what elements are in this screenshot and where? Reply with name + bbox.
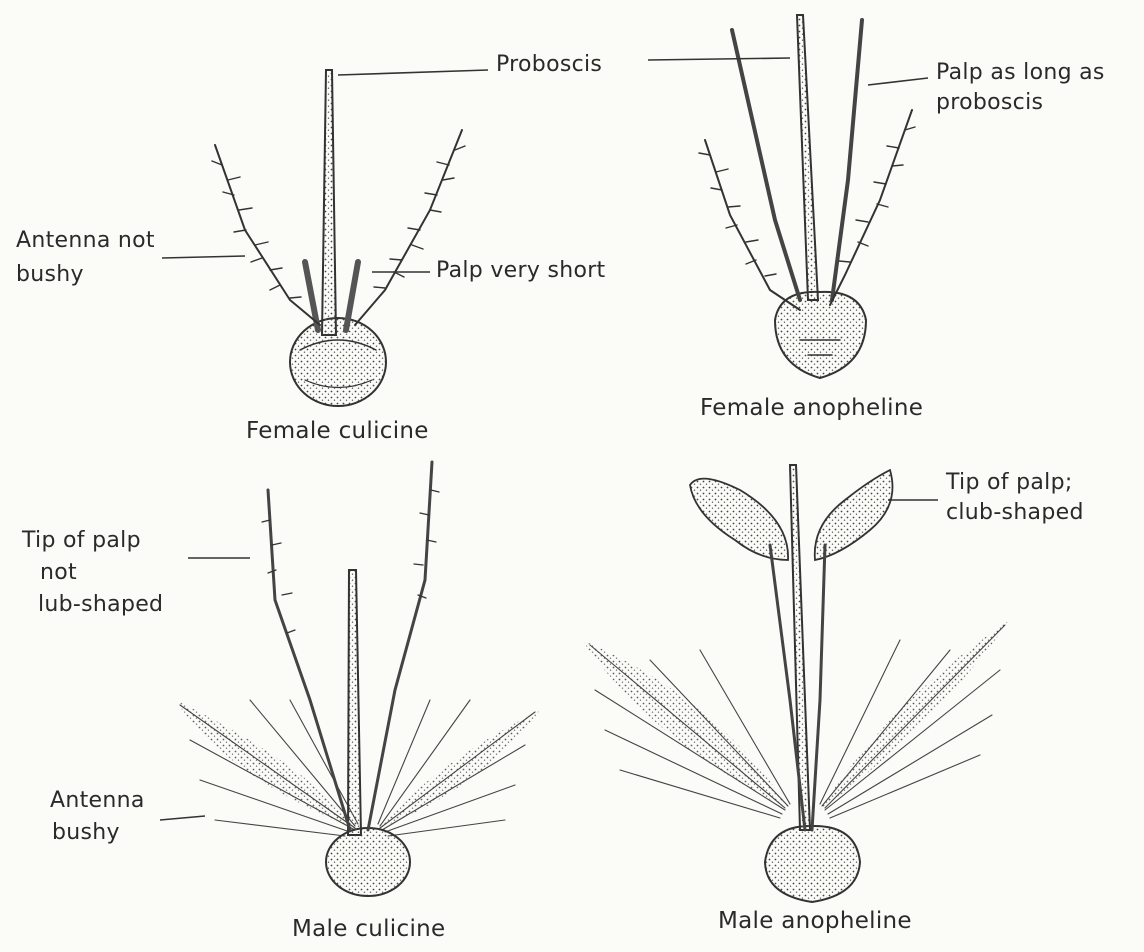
male-anopheline-head [765, 826, 860, 902]
label-palp-as-long-line1: Palp as long as [936, 60, 1105, 86]
label-proboscis: Proboscis [496, 52, 602, 78]
label-tip-not-club-line3: lub-shaped [38, 592, 163, 618]
female-anopheline-head [775, 292, 866, 378]
label-palp-very-short: Palp very short [436, 258, 605, 284]
male-anopheline-figure [582, 465, 1010, 902]
leader-proboscis-right [648, 58, 790, 60]
label-tip-not-club-line1: Tip of palp [22, 528, 141, 554]
male-anopheline-palp-club-left [690, 479, 788, 560]
male-culicine-figure [175, 462, 540, 896]
label-tip-club-line2: club-shaped [946, 500, 1084, 526]
male-culicine-proboscis [348, 570, 361, 835]
female-anopheline-antenna-right [830, 110, 912, 305]
label-antenna-bushy-line2: bushy [52, 820, 120, 846]
caption-female-culicine: Female culicine [246, 418, 429, 444]
label-antenna-not-bushy-line1: Antenna not [16, 228, 155, 254]
female-culicine-antenna-left [215, 145, 320, 325]
leader-antenna-bushy [160, 816, 205, 820]
label-antenna-bushy-line1: Antenna [50, 788, 145, 814]
female-anopheline-proboscis [797, 15, 818, 300]
label-tip-not-club-line2: not [40, 560, 77, 586]
female-anopheline-antenna-left [705, 140, 800, 310]
female-anopheline-palp-left [732, 30, 800, 300]
caption-female-anopheline: Female anopheline [700, 395, 923, 421]
female-culicine-palp-left [305, 262, 318, 330]
label-tip-club-line1: Tip of palp; [946, 470, 1073, 496]
leader-proboscis-left [338, 70, 488, 75]
male-culicine-head [326, 828, 410, 896]
caption-male-anopheline: Male anopheline [718, 908, 912, 934]
female-culicine-figure [212, 70, 465, 406]
male-anopheline-palp-right [812, 545, 825, 830]
caption-male-culicine: Male culicine [292, 916, 445, 942]
leader-antenna-not-bushy [162, 256, 245, 258]
female-culicine-head [290, 318, 386, 406]
female-anopheline-figure [699, 15, 915, 378]
male-culicine-palp-right [368, 462, 432, 830]
female-anopheline-palp-right [832, 20, 862, 300]
leader-palp-long [868, 78, 928, 85]
female-culicine-proboscis [322, 70, 336, 335]
label-antenna-not-bushy-line2: bushy [16, 262, 84, 288]
label-palp-as-long-line2: proboscis [936, 90, 1043, 116]
